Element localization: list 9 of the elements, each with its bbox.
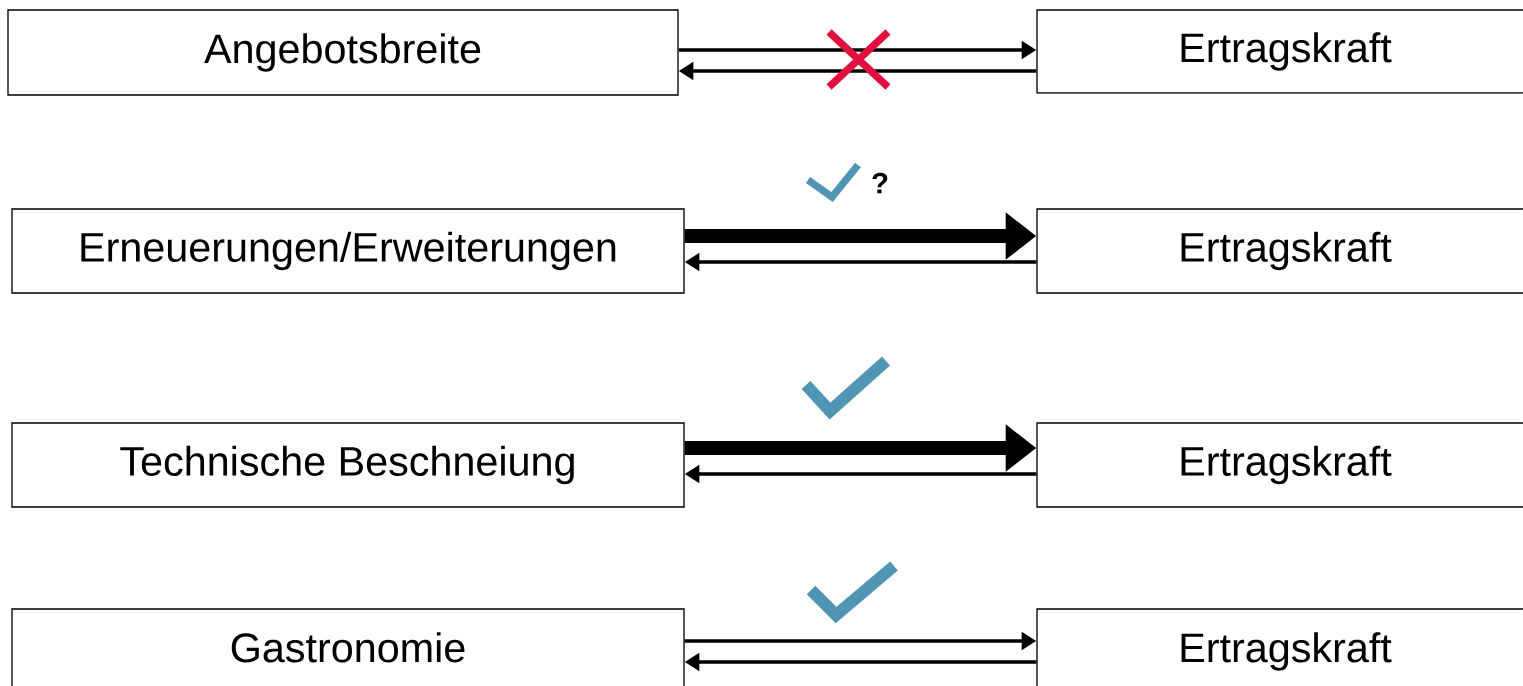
label-box: Ertragskraft bbox=[1036, 608, 1523, 686]
label-box: Ertragskraft bbox=[1036, 9, 1523, 94]
question-mark: ? bbox=[872, 172, 888, 194]
label-box: Technische Beschneiung bbox=[11, 422, 685, 508]
label-box: Erneuerungen/Erweiterungen bbox=[11, 208, 685, 294]
label-box: Angebotsbreite bbox=[7, 9, 679, 96]
label-box: Gastronomie bbox=[11, 608, 685, 686]
label-box: Ertragskraft bbox=[1036, 422, 1523, 508]
label-box: Ertragskraft bbox=[1036, 208, 1523, 294]
